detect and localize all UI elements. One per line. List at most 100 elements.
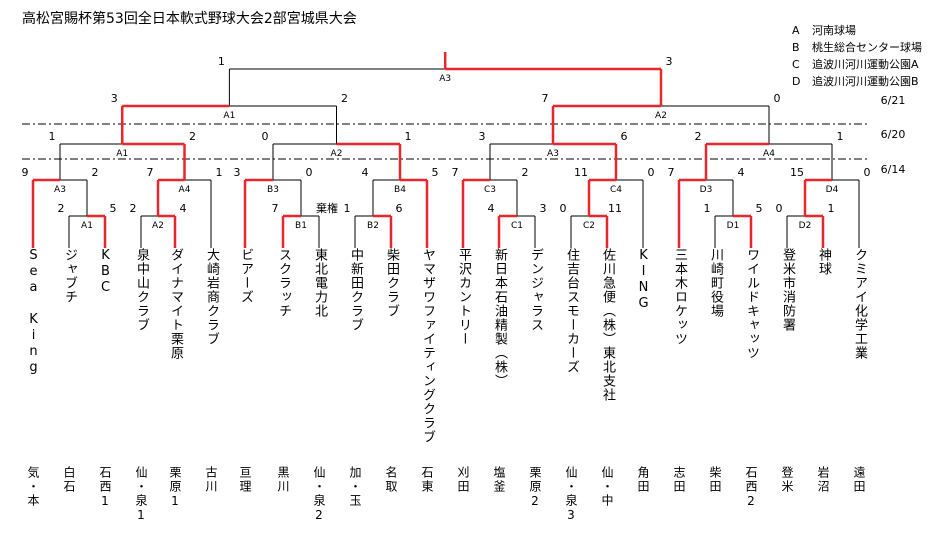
r2c-score-left: 0 bbox=[560, 202, 567, 215]
team-region: 栗原1 bbox=[168, 466, 182, 510]
sf2-venue-label: A2 bbox=[655, 111, 667, 121]
r3b3-score-right: 0 bbox=[306, 166, 313, 179]
team-name: 佐川急便（株）東北支社 bbox=[600, 248, 615, 402]
r3d4-score-left: 15 bbox=[790, 166, 804, 179]
team-region: 柴田 bbox=[708, 466, 722, 494]
r1b-venue-label: B1 bbox=[295, 221, 307, 231]
team-region: 黒川 bbox=[276, 466, 290, 494]
sf2-score-left: 7 bbox=[542, 92, 549, 105]
team-name: 東北電力北 bbox=[312, 248, 327, 318]
r3c4-venue-label: C4 bbox=[610, 185, 622, 195]
qfa3-score-left: 3 bbox=[479, 130, 486, 143]
r2a-score-left: 2 bbox=[130, 202, 137, 215]
team-name: ジャブチ bbox=[62, 248, 77, 304]
final-score-left: 1 bbox=[218, 55, 225, 68]
sf2-score-right: 0 bbox=[774, 92, 781, 105]
team-name: 登米市消防署 bbox=[780, 248, 795, 332]
final-venue-label: A3 bbox=[439, 74, 451, 84]
r3d4-score-right: 0 bbox=[864, 166, 871, 179]
r3c3-venue-label: C3 bbox=[484, 185, 496, 195]
qfa3-venue-label: A3 bbox=[547, 149, 559, 159]
team-region: 気・本 bbox=[26, 466, 40, 508]
r1d-venue-label: D1 bbox=[727, 221, 740, 231]
r2c-venue-label: C2 bbox=[583, 221, 595, 231]
team-name: 柴田クラブ bbox=[384, 248, 399, 318]
r3a3-score-left: 9 bbox=[22, 166, 29, 179]
r1d-score-left: 1 bbox=[704, 202, 711, 215]
qfa4-score-left: 2 bbox=[695, 130, 702, 143]
team-name: 川崎町役場 bbox=[708, 248, 723, 318]
team-region: 石東 bbox=[420, 466, 434, 494]
qfa2-venue-label: A2 bbox=[331, 149, 343, 159]
team-region: 古川 bbox=[204, 466, 218, 494]
r1c-score-right: 3 bbox=[540, 202, 547, 215]
qfa4-venue-label: A4 bbox=[763, 149, 775, 159]
team-region: 塩釜 bbox=[492, 466, 506, 494]
r3c4-score-left: 11 bbox=[574, 166, 588, 179]
team-name: 住吉台スモーカーズ bbox=[564, 248, 579, 374]
qfa4-score-right: 1 bbox=[837, 130, 844, 143]
qfa1-score-right: 2 bbox=[189, 130, 196, 143]
team-name: クミアイ化学工業 bbox=[852, 248, 867, 360]
r1c-venue-label: C1 bbox=[511, 221, 523, 231]
team-name: ダイナマイト栗原 bbox=[168, 248, 183, 360]
team-region: 石西1 bbox=[98, 466, 112, 510]
team-name: ビアーズ bbox=[238, 248, 253, 304]
team-region: 石西2 bbox=[744, 466, 758, 510]
r3b4-score-left: 4 bbox=[362, 166, 369, 179]
team-region: 岩沼 bbox=[816, 466, 830, 494]
team-name: 泉中山クラブ bbox=[134, 248, 149, 332]
r3d3-venue-label: D3 bbox=[700, 185, 713, 195]
r1b-score-left: 7 bbox=[272, 202, 279, 215]
team-region: 仙・泉3 bbox=[564, 466, 578, 524]
team-region: 白石 bbox=[62, 466, 76, 494]
r2a-score-right: 4 bbox=[180, 202, 187, 215]
r3a3-venue-label: A3 bbox=[54, 185, 66, 195]
qfa1-venue-label: A1 bbox=[116, 149, 128, 159]
date-label-6-20: 6/20 bbox=[881, 128, 906, 141]
team-name: 三本木ロケッツ bbox=[672, 248, 687, 346]
team-region: 亘理 bbox=[238, 466, 252, 494]
r2d-venue-label: D2 bbox=[799, 221, 812, 231]
date-label-6-21: 6/21 bbox=[881, 94, 906, 107]
r3c3-score-right: 2 bbox=[522, 166, 529, 179]
team-name: ワイルドキャッツ bbox=[744, 248, 759, 360]
page-title: 高松宮賜杯第53回全日本軟式野球大会2部宮城県大会 bbox=[22, 11, 357, 27]
r3a4-venue-label: A4 bbox=[179, 185, 191, 195]
team-region: 志田 bbox=[672, 466, 686, 494]
r2a-venue-label: A2 bbox=[152, 221, 164, 231]
r1d-score-right: 5 bbox=[756, 202, 763, 215]
team-name: 中新田クラブ bbox=[348, 248, 363, 332]
r2d-score-right: 1 bbox=[828, 202, 835, 215]
r3d3-score-left: 7 bbox=[668, 166, 675, 179]
r3b4-venue-label: B4 bbox=[394, 185, 406, 195]
qfa3-score-right: 6 bbox=[621, 130, 628, 143]
team-name: Sea King bbox=[26, 248, 41, 376]
r2b-venue-label: B2 bbox=[367, 221, 379, 231]
team-name: 平沢カントリー bbox=[456, 248, 471, 346]
team-region: 名取 bbox=[384, 466, 398, 494]
team-region: 刈田 bbox=[456, 466, 470, 494]
r1c-score-left: 4 bbox=[488, 202, 495, 215]
team-name: KING bbox=[636, 248, 651, 312]
team-name: 大崎岩商クラブ bbox=[204, 248, 219, 346]
team-region: 仙・中 bbox=[600, 466, 614, 508]
team-region: 加・玉 bbox=[348, 466, 362, 508]
date-label-6-14: 6/14 bbox=[881, 163, 906, 176]
sf1-score-right: 2 bbox=[341, 92, 348, 105]
team-name: KBC bbox=[98, 248, 113, 296]
team-name: 神球 bbox=[816, 248, 831, 276]
sf1-venue-label: A1 bbox=[223, 111, 235, 121]
r2d-score-left: 0 bbox=[776, 202, 783, 215]
team-region: 仙・泉2 bbox=[312, 466, 326, 524]
team-region: 角田 bbox=[636, 466, 650, 494]
qfa2-score-left: 0 bbox=[262, 130, 269, 143]
qfa1-score-left: 1 bbox=[49, 130, 56, 143]
team-name: デンジャラス bbox=[528, 248, 543, 332]
qfa2-score-right: 1 bbox=[405, 130, 412, 143]
